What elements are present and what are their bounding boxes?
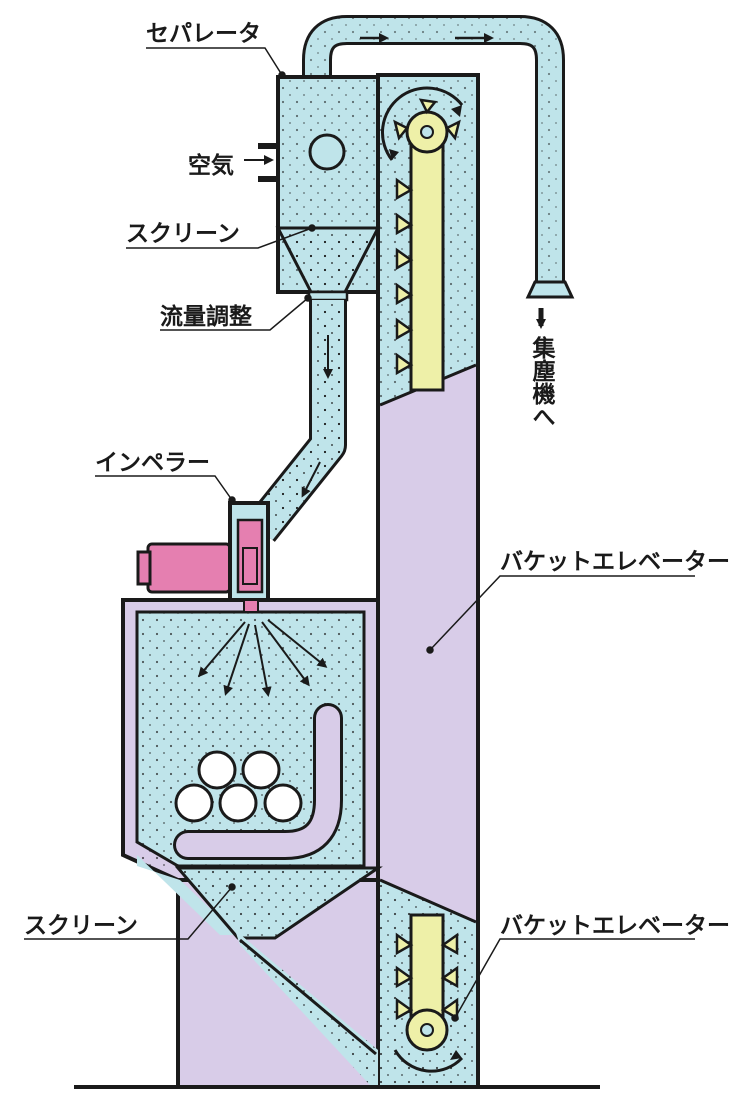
air-inlet-icon [308, 133, 346, 171]
bucket-belt-lower [393, 913, 464, 1073]
label-screen-bottom: スクリーン [24, 913, 138, 939]
label-air: 空気 [188, 153, 234, 179]
motor [146, 542, 232, 594]
impeller-unit [136, 501, 270, 603]
exhaust-duct [302, 15, 575, 329]
bucket-belt-upper [381, 86, 464, 392]
workpieces [174, 750, 303, 823]
label-separator: セパレータ [146, 21, 261, 47]
leader-lines [24, 47, 695, 1022]
flow-pipe [245, 300, 347, 542]
label-to-dust-collector: 集塵機へ [528, 336, 554, 428]
label-bucket-elevator-main: バケットエレベーター [500, 549, 730, 575]
separator-box [244, 75, 381, 302]
label-flow-adjust: 流量調整 [160, 304, 252, 330]
blast-chamber [121, 598, 383, 1089]
label-bucket-elevator-bottom: バケットエレベーター [500, 913, 730, 939]
label-impeller: インペラー [95, 450, 210, 476]
label-screen-top: スクリーン [126, 221, 240, 247]
